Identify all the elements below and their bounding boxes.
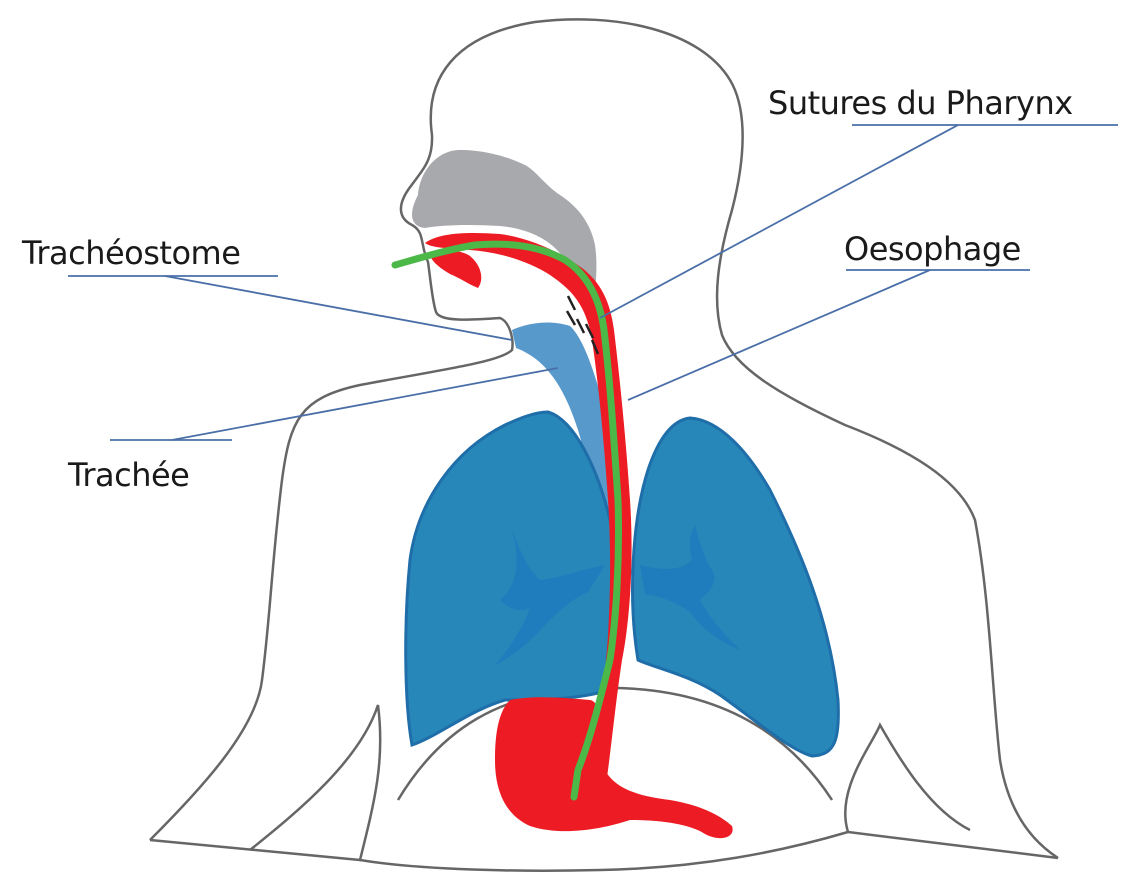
label-tracheostome: Trachéostome bbox=[21, 234, 240, 272]
left-arm-outline bbox=[150, 705, 380, 860]
label-sutures-pharynx: Sutures du Pharynx bbox=[768, 84, 1073, 122]
label-trachee: Trachée bbox=[67, 456, 189, 494]
tracheostome-leader bbox=[165, 276, 512, 340]
oesophage-leader bbox=[628, 270, 930, 400]
right-arm-outline bbox=[845, 725, 1058, 858]
sutures-leader bbox=[600, 125, 958, 318]
label-oesophage: Oesophage bbox=[844, 230, 1021, 268]
waist-outline bbox=[360, 832, 848, 871]
